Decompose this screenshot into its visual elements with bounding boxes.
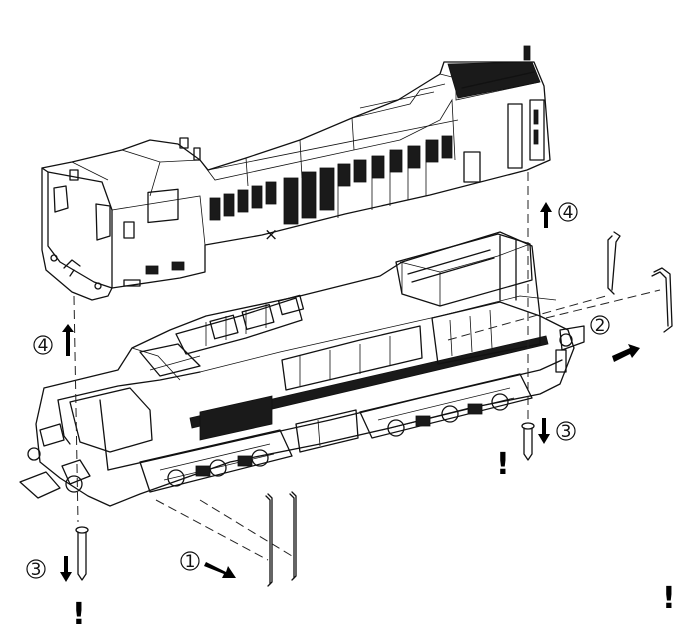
handrail-front-2 [289, 491, 297, 581]
step-3-left-arrow [60, 556, 72, 582]
warning-mark-left: ! [72, 597, 86, 632]
step-4-right-label: 4 [558, 202, 578, 223]
handrail-front-1 [265, 493, 273, 587]
step-4-right-arrow [540, 202, 552, 228]
body-side-louvres [209, 135, 453, 225]
svg-text:1: 1 [185, 552, 196, 572]
handrail-rear-1 [607, 231, 621, 295]
rear-truck [359, 373, 533, 439]
step-3-right-arrow [538, 418, 550, 444]
handrail-rear-2 [651, 267, 673, 333]
svg-text:3: 3 [561, 422, 572, 442]
screw-rear [521, 422, 535, 461]
locomotive-chassis [19, 231, 585, 507]
locomotive-body-shell: × [41, 45, 551, 301]
svg-text:2: 2 [595, 316, 606, 336]
svg-text:4: 4 [563, 203, 574, 223]
svg-text:4: 4 [38, 336, 49, 356]
step-2-arrow [612, 344, 640, 362]
step-4-left-label: 4 [33, 335, 53, 356]
step-4-left-arrow [62, 324, 74, 356]
svg-text:×: × [264, 225, 278, 245]
step-1-label: 1 [180, 551, 200, 572]
step-2-label: 2 [590, 315, 610, 336]
svg-text:3: 3 [31, 560, 42, 580]
screw-front [75, 526, 89, 581]
step-1-arrow [204, 562, 236, 578]
step-3-right-label: 3 [556, 421, 576, 442]
front-coupler [19, 423, 91, 499]
front-truck [139, 429, 293, 493]
warning-mark-center: ! [496, 447, 510, 482]
assembly-guide-lines [73, 172, 661, 561]
warning-mark-right: ! [662, 581, 676, 616]
rear-coupler [555, 325, 585, 373]
step-3-left-label: 3 [26, 559, 46, 580]
